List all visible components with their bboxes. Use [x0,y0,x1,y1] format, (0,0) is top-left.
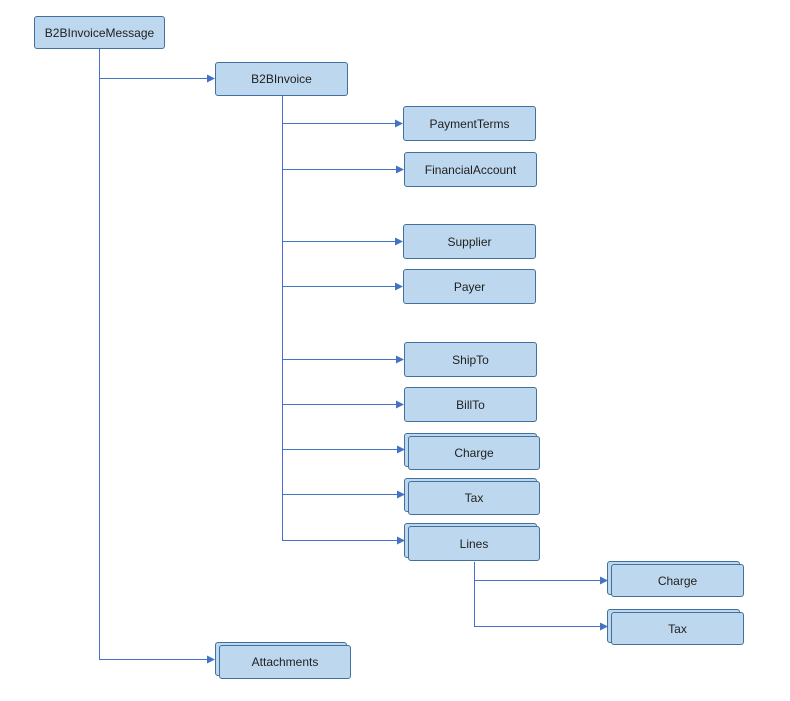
node-supplier: Supplier [403,224,536,259]
node-payer: Payer [403,269,536,304]
node-paymentterms: PaymentTerms [403,106,536,141]
node-tax: Tax [408,481,540,515]
node-b2binvoice: B2BInvoice [215,62,348,96]
node-b2binvoicemessage: B2BInvoiceMessage [34,16,165,49]
node-line-tax: Tax [611,612,744,645]
node-line-charge: Charge [611,564,744,597]
node-lines: Lines [408,526,540,561]
node-billto: BillTo [404,387,537,422]
node-financialaccount: FinancialAccount [404,152,537,187]
node-attachments: Attachments [219,645,351,679]
node-charge: Charge [408,436,540,470]
node-shipto: ShipTo [404,342,537,377]
